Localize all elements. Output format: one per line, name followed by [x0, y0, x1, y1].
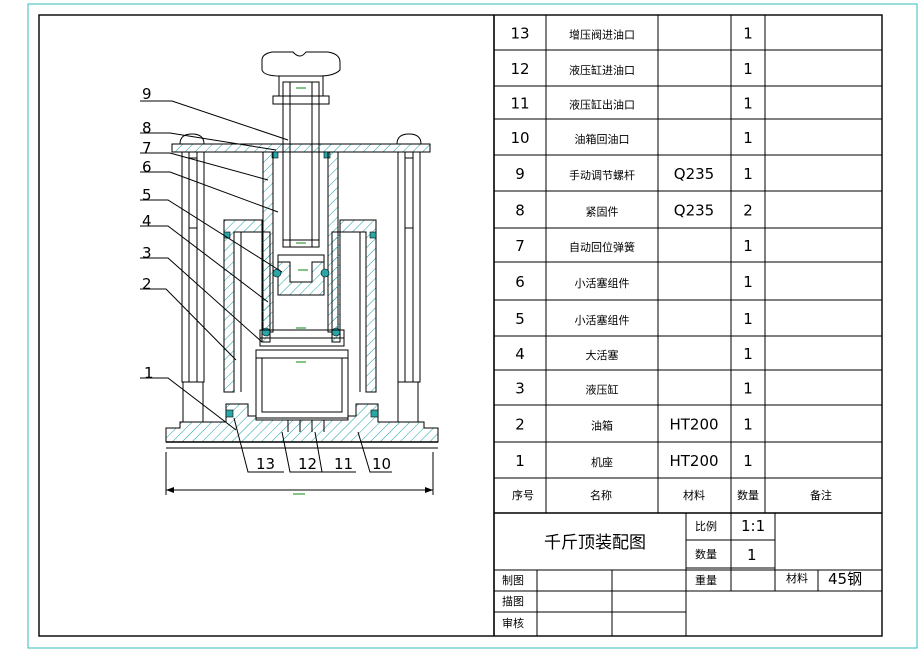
bom-row-qty: 1 [743, 345, 753, 363]
drawn-by-label: 制图 [502, 574, 524, 587]
bom-row-qty: 1 [743, 380, 753, 398]
scale-value: 1:1 [741, 517, 765, 535]
bom-row-qty: 1 [743, 310, 753, 328]
bom-row-name: 油箱 [591, 419, 613, 433]
bom-row-no: 9 [515, 165, 525, 183]
weight-label: 重量 [695, 573, 717, 587]
bom-header-name: 名称 [590, 488, 612, 502]
balloon-9: 9 [142, 85, 152, 103]
bom-row-name: 油箱回油口 [575, 132, 630, 146]
bom-row-no: 4 [515, 345, 525, 363]
bom-row-name: 小活塞组件 [575, 276, 630, 290]
bom-row-no: 7 [515, 237, 525, 255]
bom-row-name: 液压缸出油口 [569, 98, 635, 112]
balloon-1: 1 [144, 364, 154, 382]
scale-label: 比例 [695, 519, 717, 533]
bom-row-qty: 1 [743, 273, 753, 291]
bom-row-no: 10 [510, 129, 529, 147]
bom-row-name: 手动调节螺杆 [569, 168, 635, 182]
balloon-4: 4 [142, 212, 152, 230]
jack-section-view: 1 2 3 4 5 6 7 8 9 10 11 12 13 [140, 51, 439, 495]
bom-row-no: 12 [510, 60, 529, 78]
bom-row-name: 小活塞组件 [575, 313, 630, 327]
balloon-2: 2 [142, 275, 152, 293]
bom-header-note: 备注 [810, 488, 832, 502]
bom-row-no: 5 [515, 310, 525, 328]
qty-label: 数量 [695, 548, 717, 561]
material-label: 材料 [786, 571, 808, 585]
bom-row-material: HT200 [669, 452, 718, 470]
bom-row-no: 13 [510, 25, 529, 43]
balloon-12: 12 [298, 455, 317, 473]
title-block: 千斤顶装配图 比例 1:1 数量 1 重量 材料 45钢 制图 描图 审核 [494, 513, 882, 636]
balloon-7: 7 [142, 139, 152, 157]
bom-header-no: 序号 [512, 488, 534, 502]
bom-row-no: 8 [515, 202, 525, 220]
bom-row-no: 1 [515, 452, 525, 470]
bom-row-no: 6 [515, 273, 525, 291]
balloon-5: 5 [142, 186, 152, 204]
drawing-title: 千斤顶装配图 [544, 533, 646, 553]
bom-row-qty: 1 [743, 95, 753, 113]
sheet-outer-border [27, 3, 918, 649]
bom-row-name: 增压阀进油口 [569, 28, 635, 42]
bom-row-qty: 1 [743, 416, 753, 434]
bom-row-no: 11 [510, 95, 529, 113]
bom-row-material: HT200 [669, 416, 718, 434]
bom-row-name: 机座 [591, 455, 613, 469]
bom-row-material: Q235 [674, 165, 714, 183]
bom-row-qty: 1 [743, 60, 753, 78]
bom-row-material: Q235 [674, 202, 714, 220]
traced-by-label: 描图 [502, 594, 524, 608]
balloon-3: 3 [142, 244, 152, 262]
qty-value: 1 [747, 546, 757, 564]
balloon-6: 6 [142, 158, 152, 176]
bom-row-qty: 1 [743, 452, 753, 470]
material-value: 45钢 [828, 570, 862, 588]
bom-row-qty: 1 [743, 165, 753, 183]
checked-by-label: 审核 [502, 616, 524, 630]
bom-row-no: 3 [515, 380, 525, 398]
bom-row-name: 紧固件 [586, 206, 619, 219]
balloon-10: 10 [372, 455, 391, 473]
bom-row-no: 2 [515, 416, 525, 434]
balloon-13: 13 [256, 455, 275, 473]
bom-row-qty: 2 [743, 202, 753, 220]
bom-row-name: 大活塞 [586, 348, 619, 362]
bom-row-qty: 1 [743, 25, 753, 43]
bom-header-qty: 数量 [737, 489, 759, 502]
bom-row-name: 液压缸 [586, 383, 619, 397]
bom-row-qty: 1 [743, 129, 753, 147]
sheet-inner-border [38, 14, 883, 637]
balloon-8: 8 [142, 119, 152, 137]
bom-header-material: 材料 [683, 488, 705, 502]
balloon-11: 11 [334, 455, 353, 473]
bom-row-name: 自动回位弹簧 [569, 240, 635, 254]
bom-row-name: 液压缸进油口 [569, 63, 635, 77]
bom-row-qty: 1 [743, 237, 753, 255]
